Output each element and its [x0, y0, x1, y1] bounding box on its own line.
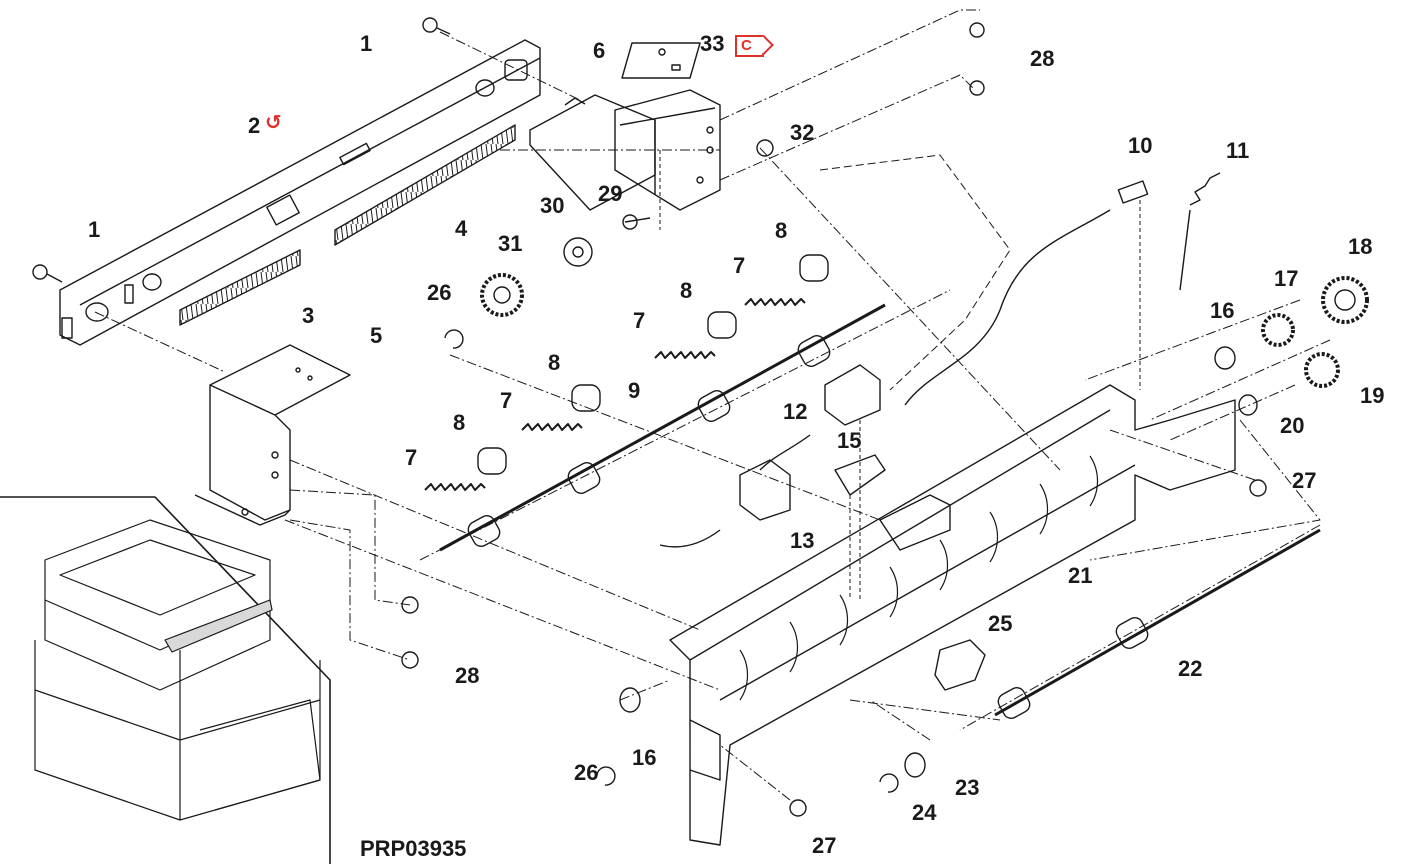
- screws: [32, 17, 1267, 817]
- label-30: 30: [540, 193, 565, 218]
- label-25: 25: [988, 611, 1013, 636]
- label-26-bottom: 26: [574, 760, 599, 785]
- label-1-left: 1: [88, 217, 101, 242]
- label-13: 13: [790, 528, 815, 553]
- label-18: 18: [1348, 234, 1373, 259]
- top-cover-bar: [59, 39, 541, 346]
- label-11: 11: [1226, 138, 1250, 163]
- roller-shaft: [439, 303, 886, 552]
- label-29: 29: [598, 181, 623, 206]
- label-8-a: 8: [453, 410, 466, 435]
- label-17: 17: [1274, 266, 1299, 291]
- label-20: 20: [1280, 413, 1305, 438]
- label-24: 24: [912, 800, 937, 825]
- label-16-right: 16: [1210, 298, 1235, 323]
- inset-frame: [0, 496, 331, 864]
- label-32: 32: [790, 120, 815, 145]
- label-12: 12: [783, 399, 808, 424]
- lever-25: [934, 639, 986, 691]
- harness: [659, 172, 1221, 548]
- label-33: 33: [700, 31, 725, 56]
- springs: [424, 298, 806, 491]
- small-plate: [621, 42, 701, 79]
- label-5: 5: [370, 323, 383, 348]
- label-9: 9: [628, 378, 641, 403]
- label-7-c: 7: [633, 308, 646, 333]
- lower-bracket: [194, 344, 351, 526]
- label-27-right: 27: [1292, 468, 1317, 493]
- label-16-bottom: 16: [632, 745, 657, 770]
- label-22: 22: [1178, 656, 1203, 681]
- label-8-b: 8: [548, 350, 561, 375]
- label-8-d: 8: [775, 218, 788, 243]
- label-27-bottom: 27: [812, 833, 837, 858]
- lower-shaft: [994, 528, 1321, 719]
- main-frame: [669, 384, 1236, 846]
- label-2: 2: [248, 113, 261, 138]
- leader-lines: [94, 9, 1331, 801]
- label-28-top: 28: [1030, 46, 1055, 71]
- brush-strips: [179, 124, 516, 326]
- label-7-a: 7: [405, 445, 418, 470]
- label-7-b: 7: [500, 388, 513, 413]
- upper-bracket: [529, 89, 721, 211]
- bushing-30: [563, 237, 593, 267]
- label-3: 3: [302, 303, 315, 328]
- label-7-d: 7: [733, 253, 746, 278]
- label-1-top: 1: [360, 31, 373, 56]
- gear-31: [480, 273, 524, 317]
- label-28-bottom: 28: [455, 663, 480, 688]
- label-19: 19: [1360, 383, 1385, 408]
- right-gears: [1261, 276, 1369, 388]
- refresh-symbol-icon: ↺: [265, 110, 282, 134]
- c-badge-icon: C: [735, 35, 764, 57]
- label-31: 31: [498, 231, 523, 256]
- sensors: [739, 364, 886, 521]
- label-4: 4: [455, 216, 468, 241]
- label-23: 23: [955, 775, 980, 800]
- label-8-c: 8: [680, 278, 693, 303]
- copier-inset: [34, 519, 321, 821]
- label-21: 21: [1068, 563, 1093, 588]
- label-10: 10: [1128, 133, 1153, 158]
- pinch-rollers: [477, 254, 829, 475]
- label-26-left: 26: [427, 280, 452, 305]
- label-6: 6: [593, 38, 606, 63]
- rings: [444, 329, 1258, 793]
- drawing-code: PRP03935: [360, 836, 467, 861]
- label-15: 15: [837, 428, 862, 453]
